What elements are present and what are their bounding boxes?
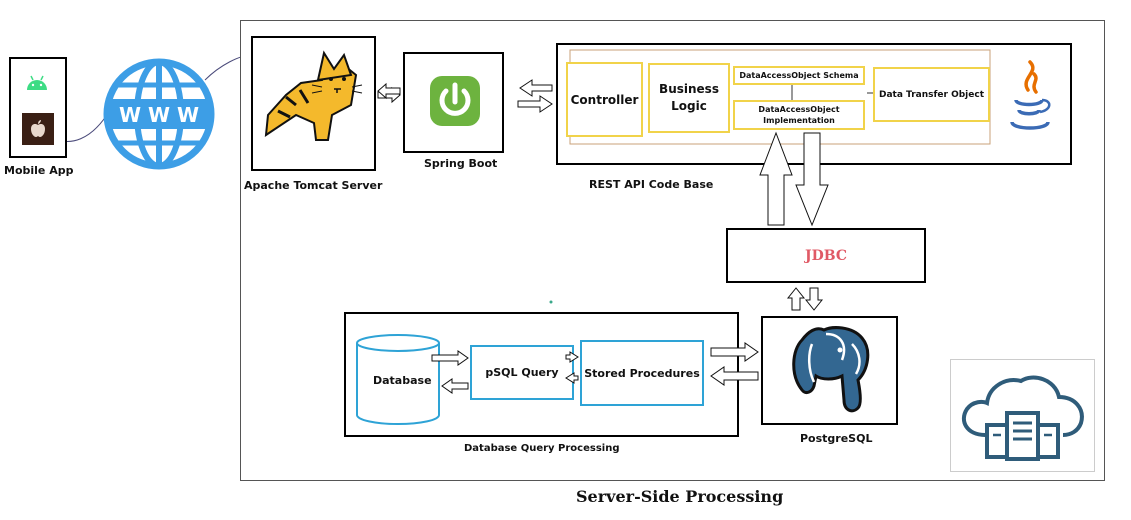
jdbc-label: JDBC — [805, 247, 847, 264]
java-cup-icon — [1006, 58, 1054, 140]
rest-api-label: REST API Code Base — [589, 178, 714, 191]
svg-text:W W W: W W W — [119, 103, 199, 127]
apple-icon — [22, 113, 54, 145]
spring-rest-arrows — [517, 79, 553, 113]
dao-schema-box: DataAccessObject Schema — [733, 66, 865, 85]
www-globe-icon: W W W — [102, 57, 216, 171]
spring-boot-label: Spring Boot — [424, 157, 498, 170]
jdbc-box: JDBC — [726, 228, 926, 283]
postgresql-label: PostgreSQL — [800, 432, 873, 445]
spring-power-icon — [428, 74, 482, 128]
controller-box: Controller — [566, 62, 643, 137]
dao-implementation-box: DataAccessObject Implementation — [733, 100, 865, 130]
db-processing-label: Database Query Processing — [464, 443, 620, 454]
business-logic-box: Business Logic — [648, 63, 730, 133]
android-icon — [22, 73, 52, 97]
db-psql-arrows — [431, 350, 469, 394]
database-cylinder — [355, 333, 441, 427]
jdbc-postgres-arrows — [786, 287, 824, 311]
server-side-title: Server-Side Processing — [576, 487, 784, 506]
database-label: Database — [373, 374, 432, 387]
psql-stored-arrows — [565, 351, 579, 384]
cloud-server-icon — [955, 365, 1090, 467]
dto-box: Data Transfer Object — [873, 67, 990, 122]
mobile-app-label: Mobile App — [4, 164, 74, 177]
tomcat-spring-arrows — [377, 82, 401, 104]
postgresql-elephant-icon — [782, 320, 878, 420]
rest-jdbc-arrows — [759, 131, 829, 227]
mobile-app-box — [9, 57, 67, 158]
stored-procedures-box: Stored Procedures — [580, 340, 704, 406]
psql-query-box: pSQL Query — [470, 345, 574, 400]
stored-postgres-arrows — [710, 342, 759, 386]
tomcat-cat-icon — [256, 45, 371, 150]
tomcat-label: Apache Tomcat Server — [244, 179, 383, 192]
